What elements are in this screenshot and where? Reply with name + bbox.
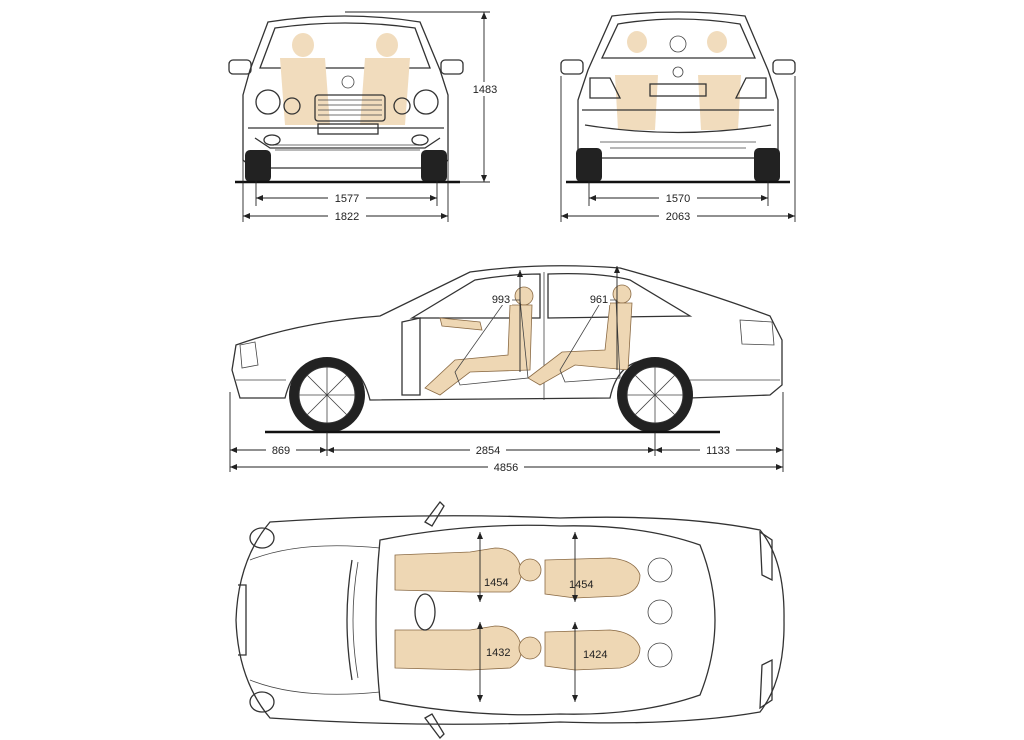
rear-overhang-label: 1133 xyxy=(706,445,730,457)
front-width-label: 1822 xyxy=(335,211,359,223)
rear-shoulder-label: 1454 xyxy=(569,579,593,591)
rear-view xyxy=(560,11,796,222)
rear-width-label: 2063 xyxy=(666,211,690,223)
length-label: 4856 xyxy=(494,462,518,474)
front-shoulder-label: 1454 xyxy=(484,577,508,589)
wheelbase-label: 2854 xyxy=(476,445,500,457)
rear-headroom-label: 961 xyxy=(590,294,608,306)
height-label: 1483 xyxy=(473,84,497,96)
front-view xyxy=(228,11,490,222)
rear-hip-label: 1424 xyxy=(583,649,607,661)
front-overhang-label: 869 xyxy=(272,445,290,457)
top-view xyxy=(235,501,785,739)
front-hip-label: 1432 xyxy=(486,647,510,659)
front-track-label: 1577 xyxy=(335,193,359,205)
rear-track-label: 1570 xyxy=(666,193,690,205)
front-headroom-label: 993 xyxy=(492,294,510,306)
side-view xyxy=(229,265,784,473)
